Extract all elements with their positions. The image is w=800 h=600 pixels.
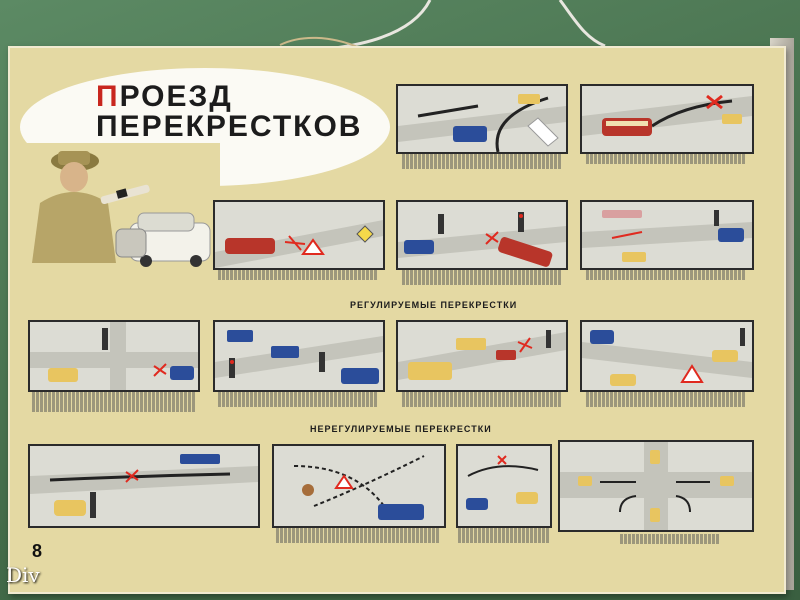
caption-block [218, 270, 378, 280]
caption-block [402, 270, 562, 285]
illustration-panel-8 [396, 320, 568, 392]
title-line1: РОЕЗД [119, 80, 233, 113]
illustration-panel-9 [580, 320, 754, 392]
caption-block [276, 528, 440, 543]
caption-block [218, 392, 378, 407]
caption-block [586, 154, 746, 164]
caption-block [620, 534, 720, 544]
caption-block [402, 392, 562, 407]
title-line2: ПЕРЕКРЕСТКОВ [96, 110, 363, 143]
hanging-wire [279, 0, 606, 50]
illustration-panel-2 [580, 84, 754, 154]
illustration-panel-12 [456, 444, 552, 528]
caption-block [586, 270, 746, 280]
illustration-panel-4 [396, 200, 568, 270]
illustration-panel-13 [558, 440, 754, 532]
illustration-panel-3 [213, 200, 385, 270]
section-regulated-heading: РЕГУЛИРУЕМЫЕ ПЕРЕКРЕСТКИ [350, 300, 518, 310]
illustration-panel-7 [213, 320, 385, 392]
title-first-letter: П [96, 80, 120, 113]
watermark: Div [6, 563, 40, 587]
illustration-panel-5 [580, 200, 754, 270]
caption-block [32, 392, 196, 412]
illustration-panel-1 [396, 84, 568, 154]
section-unregulated-heading: НЕРЕГУЛИРУЕМЫЕ ПЕРЕКРЕСТКИ [310, 424, 492, 434]
caption-block [402, 154, 562, 169]
poster-title: ПРОЕЗД ПЕРЕКРЕСТКОВ [96, 82, 362, 142]
illustration-panel-11 [272, 444, 446, 528]
traffic-officer-illustration [20, 143, 220, 278]
caption-block [458, 528, 550, 543]
page-number: 8 [32, 541, 43, 561]
illustration-panel-10 [28, 444, 260, 528]
traffic-poster: ПРОЕЗД ПЕРЕКРЕСТКОВ [8, 46, 786, 594]
caption-block [586, 392, 746, 407]
illustration-panel-6 [28, 320, 200, 392]
